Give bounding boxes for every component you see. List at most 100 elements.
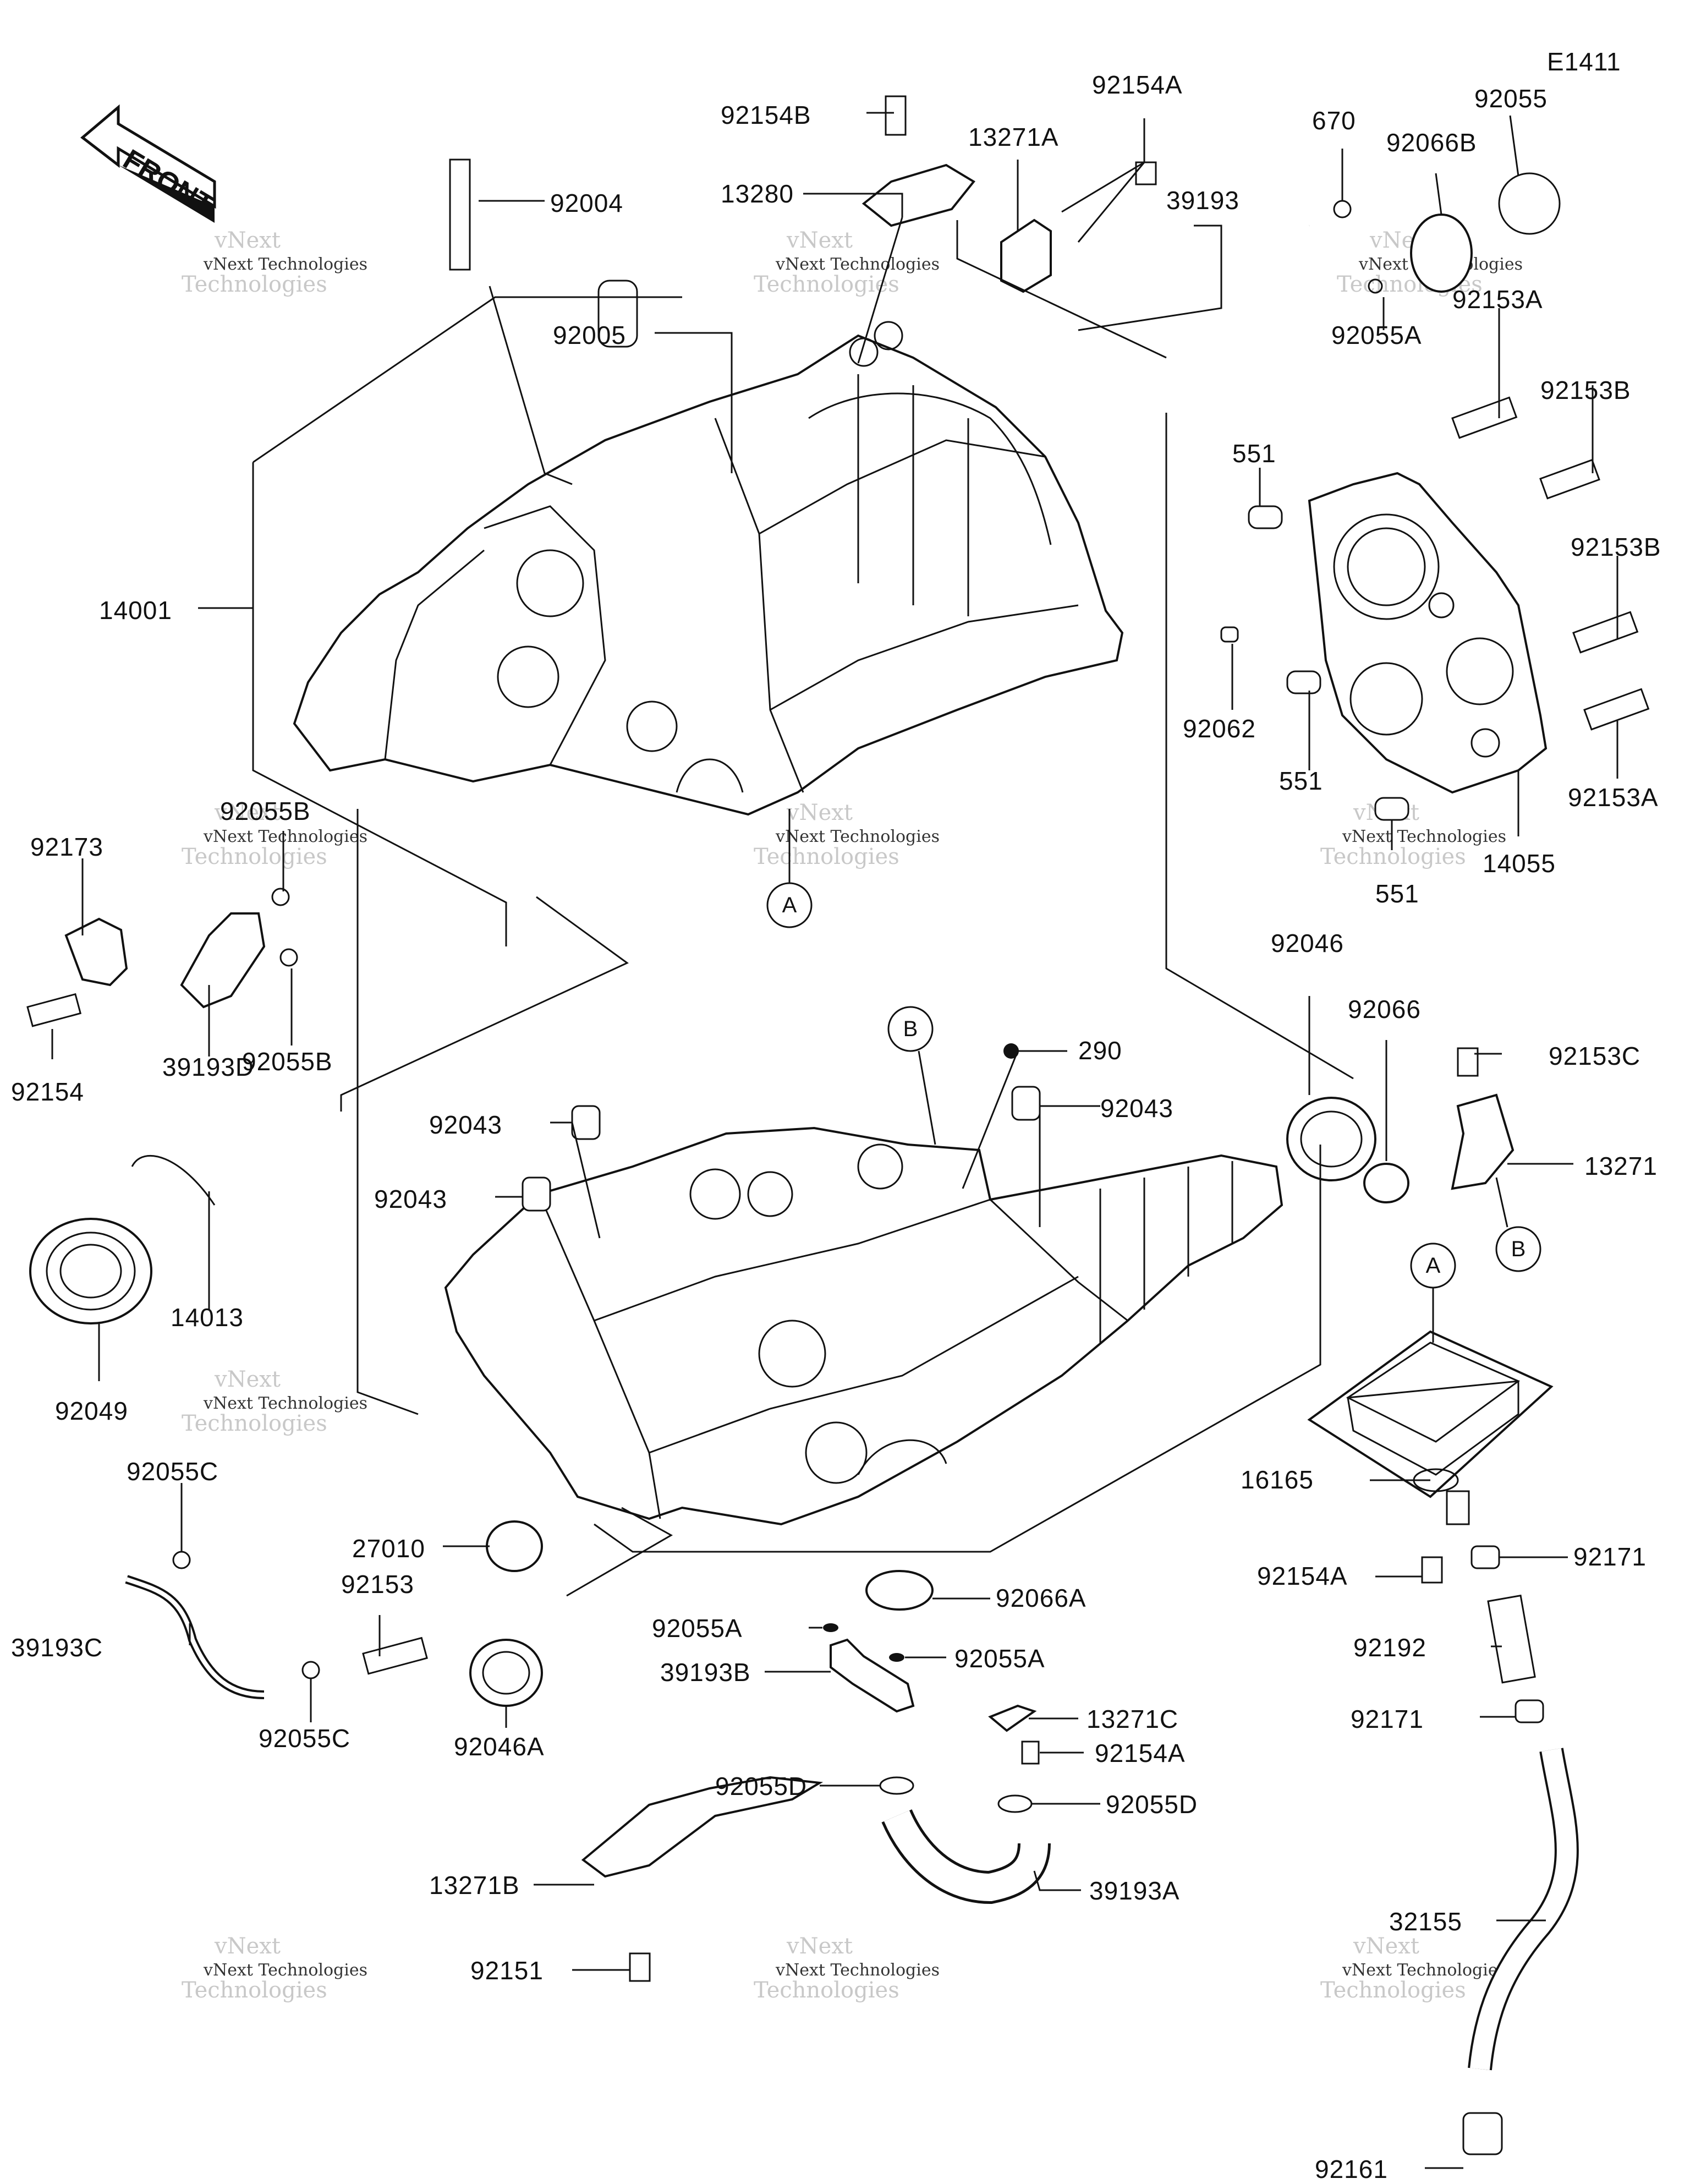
part-label: 92153A [1568, 783, 1659, 812]
svg-text:vNext Technologies: vNext Technologies [203, 255, 367, 274]
part-label: 92066A [996, 1584, 1087, 1612]
part-label: 92055B [220, 797, 311, 825]
part-label: 92043 [429, 1110, 502, 1139]
part-label: 92192 [1353, 1633, 1426, 1662]
cover-14055 [1308, 472, 1548, 794]
svg-text:Technologies: Technologies [1320, 1978, 1466, 2003]
svg-text:vNext: vNext [214, 1934, 281, 1959]
svg-text:B: B [903, 1017, 918, 1041]
part-label: 670 [1312, 106, 1356, 135]
watermark: vNext vNext Technologies Technologies [182, 228, 367, 297]
part-label: 16165 [1241, 1465, 1314, 1494]
part-label: 92055A [652, 1614, 743, 1643]
svg-text:vNext Technologies: vNext Technologies [203, 1394, 367, 1413]
part-label: 92004 [550, 189, 623, 217]
svg-text:B: B [1511, 1237, 1526, 1261]
part-label: 13271 [1584, 1152, 1658, 1180]
part-label: 92055A [954, 1644, 1045, 1673]
part-label: 92171 [1351, 1705, 1424, 1733]
part-label: 92066 [1348, 995, 1421, 1023]
part-label: 39193 [1166, 186, 1239, 215]
svg-text:vNext Technologies: vNext Technologies [775, 255, 940, 274]
part-label: 92046 [1271, 929, 1344, 957]
part-label: 92154A [1095, 1739, 1186, 1767]
svg-text:vNext Technologies: vNext Technologies [1342, 1961, 1506, 1980]
watermark: vNext vNext Technologies Technologies [182, 800, 367, 869]
watermark: vNext vNext Technologies Technologies [1320, 800, 1506, 869]
part-label: 92055A [1331, 321, 1422, 349]
svg-text:vNext: vNext [214, 800, 281, 825]
part-label: 92154A [1257, 1562, 1348, 1590]
svg-text:A: A [1426, 1254, 1441, 1278]
svg-text:vNext: vNext [214, 228, 281, 253]
part-label: 92154B [721, 101, 811, 129]
part-label: 13271B [429, 1871, 520, 1900]
callout-B-right: B [1495, 1177, 1541, 1272]
svg-text:vNext Technologies: vNext Technologies [775, 1961, 940, 1980]
part-label: 92171 [1573, 1542, 1647, 1571]
diagram-code: E1411 [1547, 47, 1621, 76]
svg-text:vNext: vNext [1353, 1934, 1419, 1959]
svg-text:vNext: vNext [786, 228, 853, 253]
part-label: 27010 [352, 1534, 425, 1563]
part-label: 92153B [1571, 533, 1661, 561]
part-label: 92062 [1183, 714, 1256, 743]
lower-crankcase [444, 1126, 1283, 1526]
watermark: vNext vNext Technologies Technologies [754, 800, 940, 869]
part-label: 32155 [1389, 1907, 1462, 1936]
part-label: 92043 [374, 1185, 447, 1213]
watermark: vNext vNext Technologies Technologies [182, 1934, 367, 2003]
callout-A-right: A [1410, 1242, 1456, 1343]
part-label: 92154 [11, 1077, 84, 1106]
part-label: 92055D [715, 1772, 807, 1800]
part-label: 92153 [341, 1570, 414, 1599]
svg-text:Technologies: Technologies [182, 844, 327, 869]
svg-text:Technologies: Technologies [182, 272, 327, 297]
leader-lines [51, 112, 1618, 2169]
part-label: 92005 [553, 321, 626, 349]
part-label: 13271A [968, 123, 1059, 151]
part-label: 92153C [1549, 1042, 1640, 1070]
watermark: vNext vNext Technologies Technologies [754, 1934, 940, 2003]
svg-text:vNext Technologies: vNext Technologies [775, 827, 940, 846]
part-label: 39193C [11, 1633, 103, 1662]
callout-A-top: A [766, 809, 813, 928]
part-label: 92153B [1540, 376, 1631, 404]
watermark: vNext vNext Technologies Technologies [1320, 1934, 1506, 2003]
part-label: 551 [1375, 879, 1419, 908]
part-label: 92153A [1452, 285, 1543, 314]
part-label: 39193D [162, 1053, 254, 1081]
svg-text:vNext: vNext [786, 1934, 853, 1959]
oil-strainer-16165 [1307, 1330, 1554, 1525]
part-label: 92151 [470, 1956, 544, 1985]
svg-text:Technologies: Technologies [754, 1978, 899, 2003]
part-label: 290 [1078, 1036, 1122, 1065]
svg-text:vNext Technologies: vNext Technologies [203, 827, 367, 846]
part-label: 92049 [55, 1397, 128, 1425]
part-label: 14001 [99, 596, 172, 625]
part-label: 92055C [259, 1724, 350, 1753]
part-label: 13271C [1087, 1705, 1178, 1733]
part-label: 92161 [1315, 2155, 1388, 2183]
part-label: 92154A [1092, 70, 1183, 99]
svg-text:Technologies: Technologies [182, 1411, 327, 1436]
svg-text:vNext Technologies: vNext Technologies [203, 1961, 367, 1980]
part-label: 92173 [30, 833, 103, 861]
part-label: 92055C [127, 1457, 218, 1486]
part-label: 14055 [1483, 849, 1556, 878]
svg-text:A: A [782, 893, 797, 917]
part-label: 14013 [171, 1303, 244, 1332]
upper-crankcase [293, 321, 1124, 816]
part-labels: 92154B 92154A 13271A 670 92055 13280 920… [11, 70, 1661, 2183]
svg-text:Technologies: Technologies [1320, 844, 1466, 869]
callout-B-left: B [887, 1006, 936, 1145]
svg-text:vNext Technologies: vNext Technologies [1342, 827, 1506, 846]
part-label: 92046A [454, 1732, 545, 1761]
part-label: 39193A [1089, 1876, 1180, 1905]
part-label: 13280 [721, 179, 794, 208]
part-label: 92055 [1474, 84, 1548, 113]
watermark: vNext vNext Technologies Technologies [182, 1367, 367, 1436]
small-parts [26, 95, 1650, 2155]
part-label: 92043 [1100, 1094, 1173, 1123]
